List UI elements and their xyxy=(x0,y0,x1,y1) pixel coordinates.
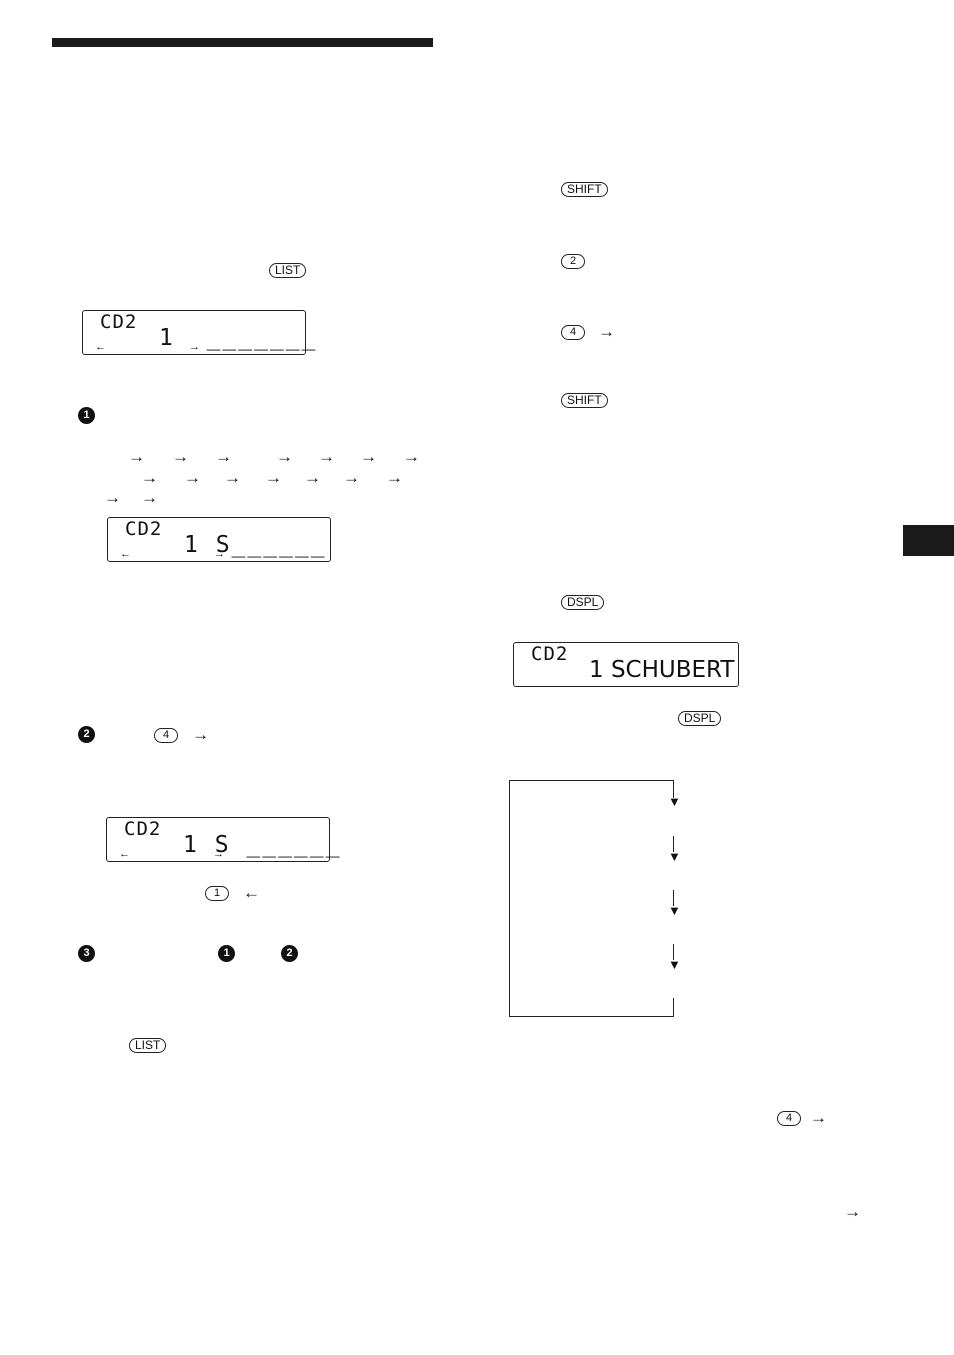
right-arrow-icon: → xyxy=(343,468,360,487)
right-arrow-icon: → xyxy=(386,468,403,487)
right-arrow-icon: → xyxy=(214,548,225,560)
lcd-source: CD2 xyxy=(125,518,163,540)
section-header-rule xyxy=(52,38,433,47)
flow-connector xyxy=(673,890,675,906)
key-4-icon-2: 4 xyxy=(777,1111,801,1126)
key-4-icon: 4 xyxy=(561,325,585,340)
right-arrow-icon: → xyxy=(172,447,189,466)
right-arrow-icon: → xyxy=(304,468,321,487)
list-button-icon: LIST xyxy=(269,263,307,278)
right-arrow-icon: → xyxy=(224,468,241,487)
dspl-button-icon-2: DSPL xyxy=(678,711,722,726)
lcd-text: 1 S______ xyxy=(184,532,327,558)
right-arrow-icon: → xyxy=(276,447,293,466)
flow-connector xyxy=(673,944,675,960)
step-2-ref-marker: 2 xyxy=(281,945,298,962)
shift-button-icon: SHIFT xyxy=(561,182,608,197)
chapter-tab xyxy=(903,525,954,556)
right-arrow-icon: → xyxy=(265,468,282,487)
key-4-icon: 4 xyxy=(154,728,178,743)
down-arrow-icon: ▼ xyxy=(668,957,681,972)
down-arrow-icon: ▼ xyxy=(668,794,681,809)
right-arrow-icon: → xyxy=(141,488,158,507)
lcd-display-4: CD2 1 SCHUBERT xyxy=(513,642,739,687)
lcd-source: CD2 xyxy=(124,818,162,840)
right-arrow-icon: → xyxy=(184,468,201,487)
lcd-source: CD2 xyxy=(100,311,138,333)
right-arrow-icon: → xyxy=(141,468,158,487)
step-1-marker: 1 xyxy=(78,407,95,424)
right-arrow-icon: → xyxy=(215,447,232,466)
left-arrow-icon: ← xyxy=(120,548,131,560)
lcd-display-2: CD2 1 S______ ← → xyxy=(107,517,331,562)
shift-button-icon-2: SHIFT xyxy=(561,393,608,408)
lcd-text: 1 S ______ xyxy=(183,832,342,858)
right-arrow-icon-3: → xyxy=(844,1202,861,1221)
flow-connector xyxy=(673,780,675,798)
right-arrow-icon: → xyxy=(360,447,377,466)
flow-connector xyxy=(673,836,675,852)
lcd-display-1: CD2 1 _______ ← → xyxy=(82,310,315,355)
right-arrow-icon: → xyxy=(104,488,121,507)
flow-connector xyxy=(673,998,675,1017)
left-arrow-icon: ← xyxy=(243,883,260,902)
step-3-marker: 3 xyxy=(78,945,95,962)
right-arrow-icon: → xyxy=(318,447,335,466)
key-2-icon: 2 xyxy=(561,254,585,269)
right-arrow-icon: → xyxy=(128,447,145,466)
lcd-source: CD2 xyxy=(531,643,569,665)
display-cycle-diagram xyxy=(509,780,674,1017)
step-1-ref-marker: 1 xyxy=(218,945,235,962)
right-arrow-icon: → xyxy=(192,725,209,744)
down-arrow-icon: ▼ xyxy=(668,903,681,918)
lcd-display-3: CD2 1 S ______ ← → xyxy=(106,817,339,862)
right-arrow-icon-2: → xyxy=(810,1108,827,1127)
right-arrow-icon: → xyxy=(189,341,200,353)
list-button-icon-2: LIST xyxy=(129,1038,167,1053)
step-2-marker: 2 xyxy=(78,726,95,743)
dspl-button-icon: DSPL xyxy=(561,595,605,610)
key-1-icon: 1 xyxy=(205,886,229,901)
down-arrow-icon: ▼ xyxy=(668,849,681,864)
right-arrow-icon: → xyxy=(598,322,615,341)
lcd-text: 1 _______ xyxy=(159,325,318,351)
right-arrow-icon: → xyxy=(403,447,420,466)
lcd-text: 1 SCHUBERT xyxy=(589,657,735,683)
right-arrow-icon: → xyxy=(213,848,224,860)
left-arrow-icon: ← xyxy=(95,341,106,353)
left-arrow-icon: ← xyxy=(119,848,130,860)
